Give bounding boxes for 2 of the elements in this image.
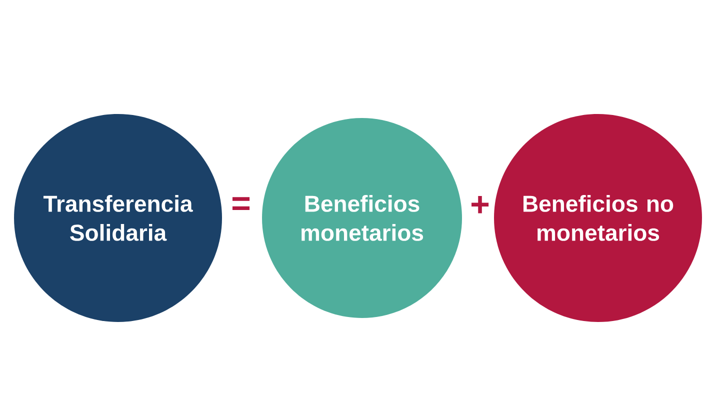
operator-sign: + (472, 196, 489, 214)
operator-sign: = (232, 197, 250, 210)
